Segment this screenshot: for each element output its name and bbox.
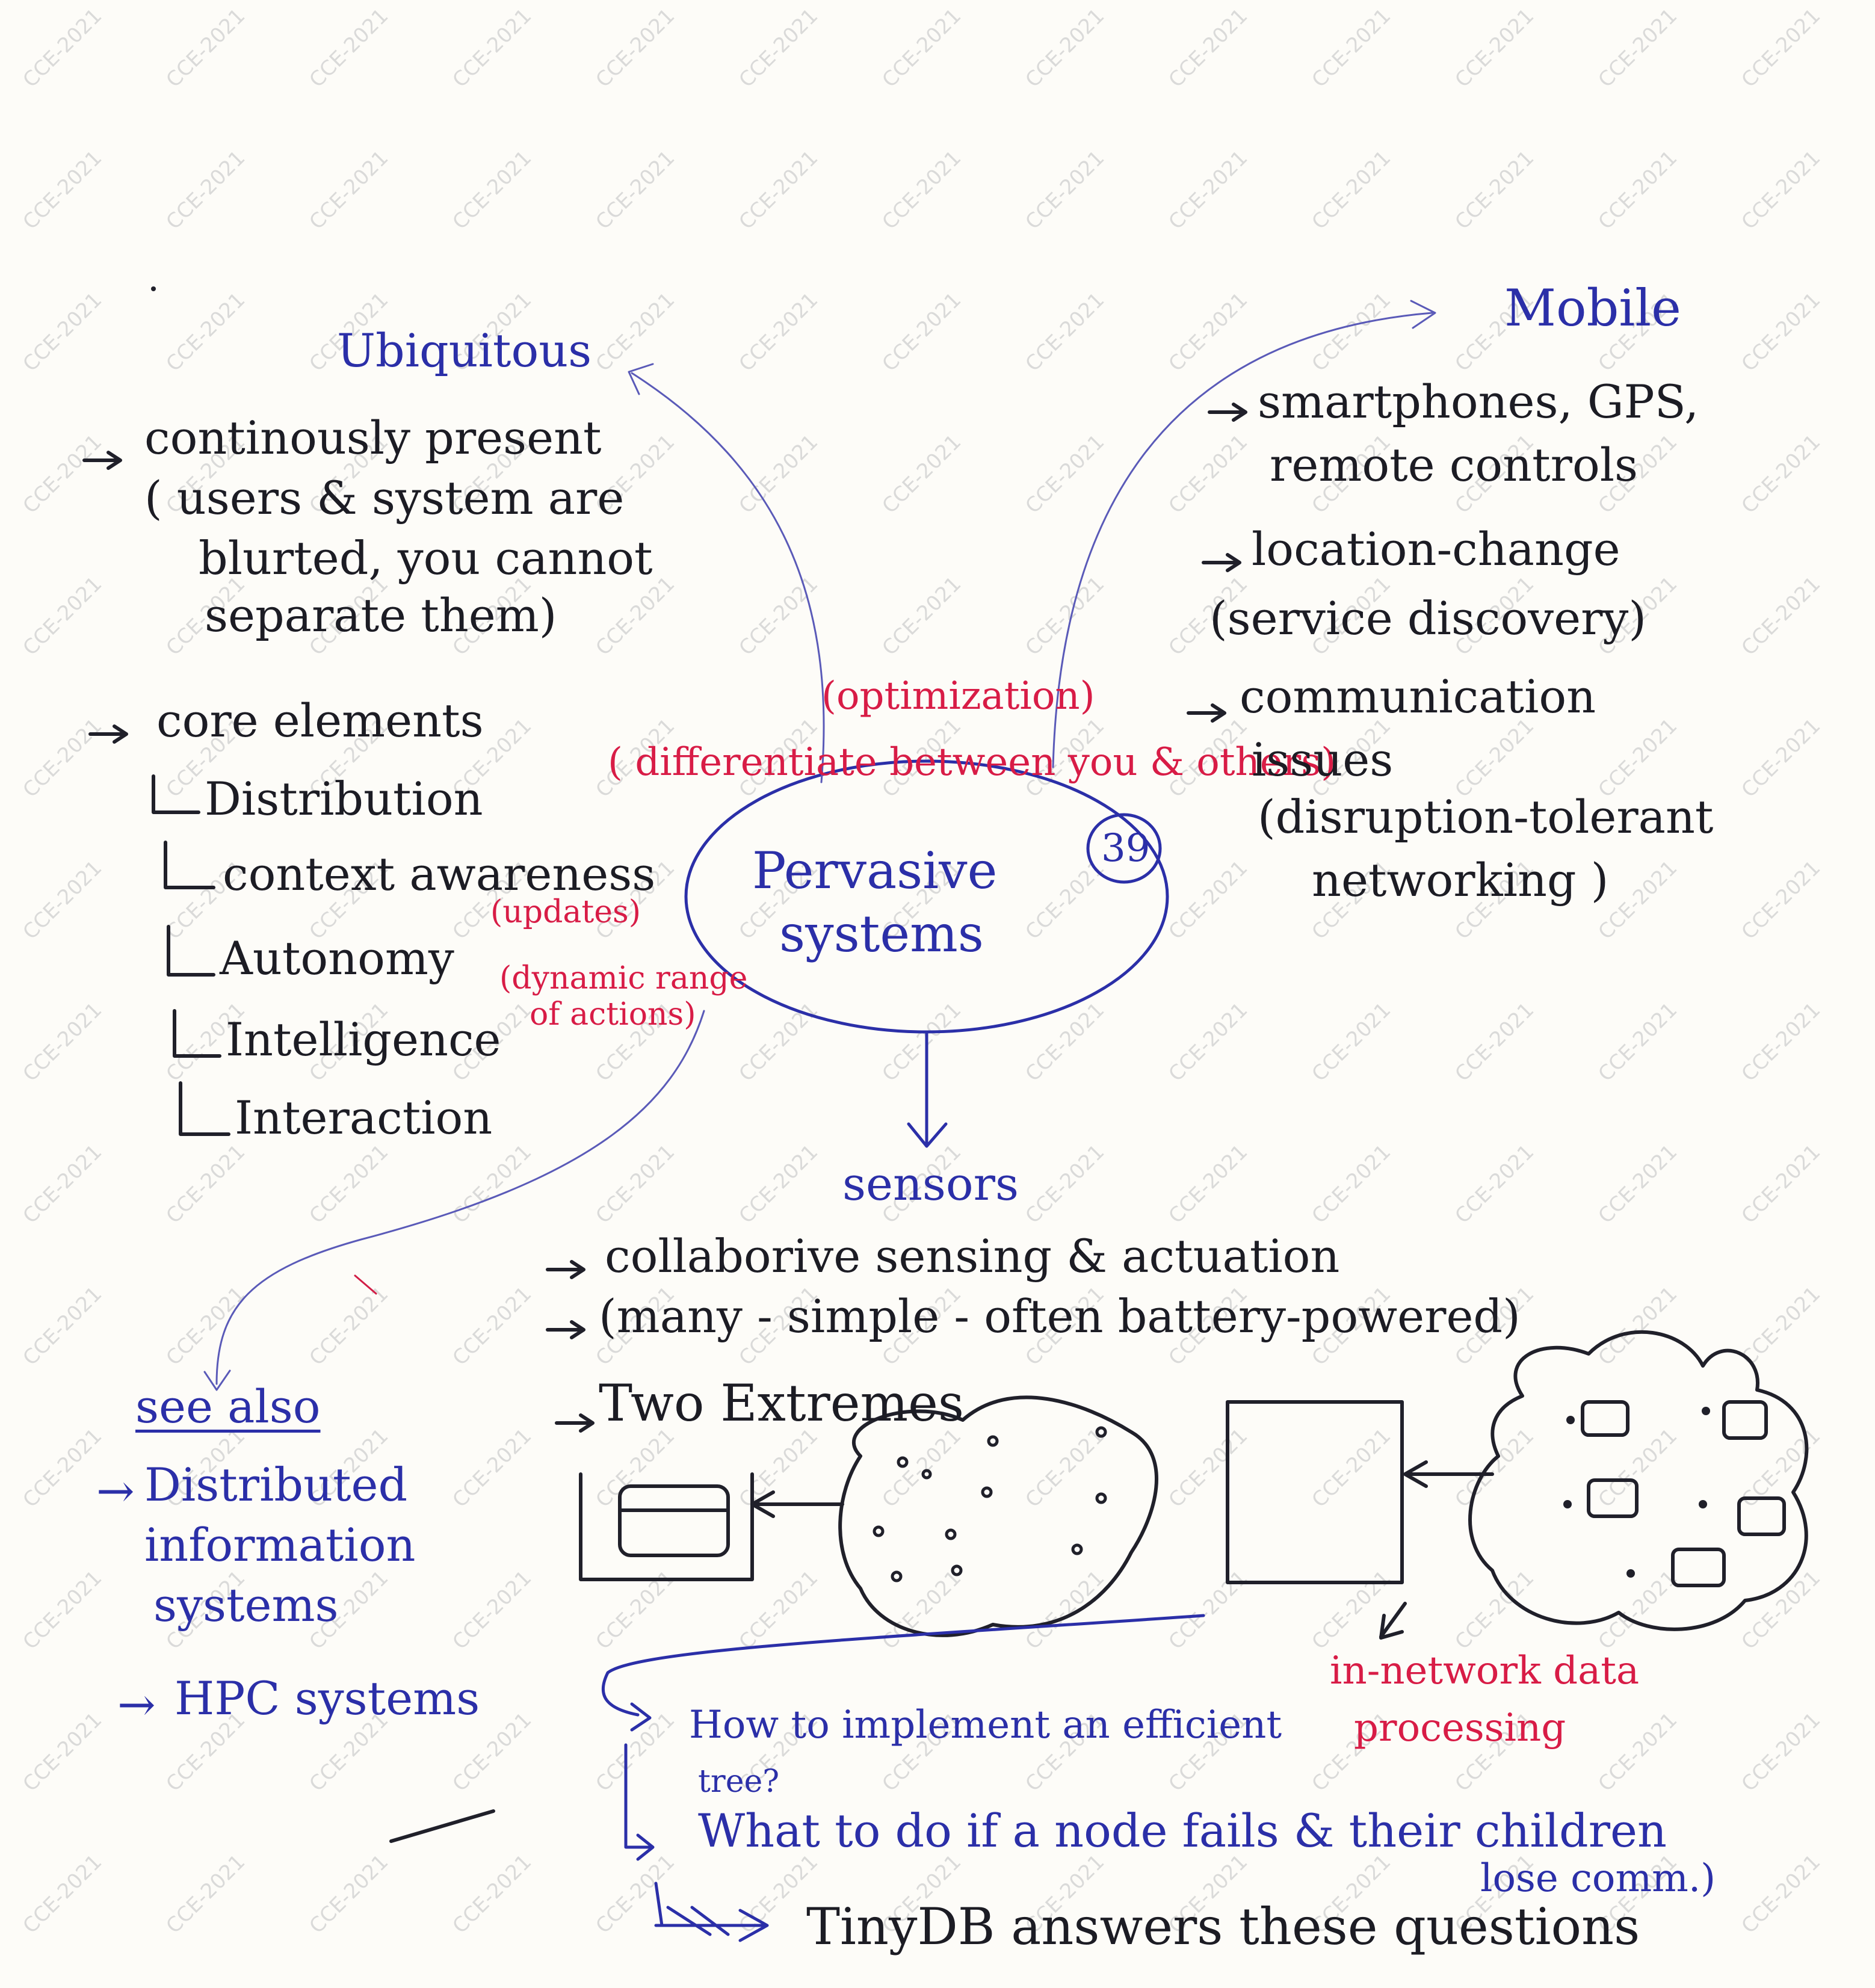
arrow-communication [1187,703,1226,723]
arrow-collaborative [546,1260,585,1279]
annotation-differentiate: ( differentiate between you & others) [608,740,1336,785]
core-item-context-awareness: context awareness [223,847,656,901]
stray-mark-red [354,1274,377,1295]
see-also-item-1: Distributed [144,1458,408,1511]
connector-ubiquitous [631,372,825,783]
see-also-item-3: systems [153,1578,339,1632]
stray-mark-black [389,1809,495,1843]
question-line-3: What to do if a node fails & their child… [698,1804,1667,1857]
branch-interaction [179,1081,230,1136]
mobile-heading: Mobile [1504,279,1681,338]
ubiquitous-line-3: blurted, you cannot [199,531,653,585]
stray-dot [151,286,156,291]
ubiquitous-line-1: continously present [144,411,602,465]
see-also-heading: see also [135,1380,321,1433]
center-title-line2: systems [779,904,984,963]
question-line-4: lose comm.) [1480,1856,1716,1901]
see-also-item-4: HPC systems [175,1672,480,1725]
ubiquitous-line-4: separate them) [205,588,557,642]
core-item-interaction: Interaction [235,1091,493,1144]
mobile-line-3: location-change [1252,522,1620,576]
extreme2-db-cloud [1468,1330,1809,1631]
annotation-optimization: (optimization) [821,674,1095,718]
extreme1-database [618,1484,730,1557]
arrowhead-ubiquitous [628,363,654,395]
arrowhead-see-also [203,1369,231,1391]
arrow-location [1202,553,1241,572]
questions-connector [601,1614,1205,1717]
sensors-line-3: Two Extremes [599,1374,964,1433]
mobile-line-4: (service discovery) [1209,591,1647,645]
extreme2-databases [1581,1400,1786,1587]
arrow-core [88,724,128,744]
questions-bracket [624,1743,652,1849]
arrow-smartphones [1208,403,1247,422]
see-also-item-2: information [144,1518,416,1572]
in-network-line1: in-network data [1330,1649,1640,1693]
arrowhead-sensors [907,1122,948,1148]
tinydb-line: TinyDB answers these questions [806,1897,1640,1956]
extreme2-arrow [1403,1460,1494,1488]
arrowhead-mobile [1410,300,1436,329]
ubiquitous-heading: Ubiquitous [337,324,592,377]
arrow-continuously [82,451,122,470]
annotation-updates: (updates) [490,894,641,930]
connector-mobile [1052,312,1433,768]
core-item-distribution: Distribution [205,772,483,826]
questions-arrowhead-1 [630,1702,652,1732]
core-item-intelligence: Intelligence [226,1013,501,1066]
mobile-line-5: communication [1240,670,1596,723]
core-item-autonomy: Autonomy [220,931,454,985]
see-also-bullet-arrow: → [96,1464,135,1517]
mobile-line-1: smartphones, GPS, [1258,375,1699,428]
sensors-line-2: (many - simple - often battery-powered) [599,1289,1521,1343]
annotation-dynamic-line1: (dynamic range [499,960,748,996]
center-title-line1: Pervasive [752,841,998,900]
mobile-line-8: networking ) [1312,853,1609,907]
extreme2-nodes [1563,1407,1710,1578]
center-badge: 39 [1101,826,1151,871]
extreme1-sensor-cloud [838,1395,1158,1637]
connector-see-also [215,1010,705,1385]
sensors-line-1: collaborive sensing & actuation [605,1229,1340,1283]
question-line-2: tree? [698,1764,780,1800]
branch-autonomy [167,925,215,977]
extreme1-sensor-nodes [873,1426,1107,1582]
arrow-two-extremes [555,1413,595,1433]
see-also-bullet-arrow-2: → [117,1678,156,1731]
extreme1-base-box [579,1472,754,1581]
branch-distribution [152,774,200,814]
extreme2-box [1226,1400,1404,1584]
mobile-line-7: (disruption-tolerant [1258,790,1714,844]
extreme1-arrow [750,1490,844,1518]
question-line-1: How to implement an efficient [689,1703,1282,1747]
annotation-dynamic-line2: of actions) [530,996,696,1033]
arrow-many-simple [546,1320,585,1339]
in-network-pointer [1379,1602,1407,1640]
tinydb-arrow [654,1881,769,1942]
mobile-line-2: remote controls [1270,438,1639,492]
branch-intelligence [173,1009,221,1058]
questions-arrowhead-2 [636,1833,655,1861]
core-elements-label: core elements [156,694,484,747]
badge-circle [1086,813,1162,884]
sensors-heading: sensors [842,1157,1019,1211]
ubiquitous-line-2: ( users & system are [144,471,625,525]
in-network-line2: processing [1354,1706,1566,1750]
mobile-line-6: issues [1252,733,1394,786]
branch-context [164,841,215,889]
